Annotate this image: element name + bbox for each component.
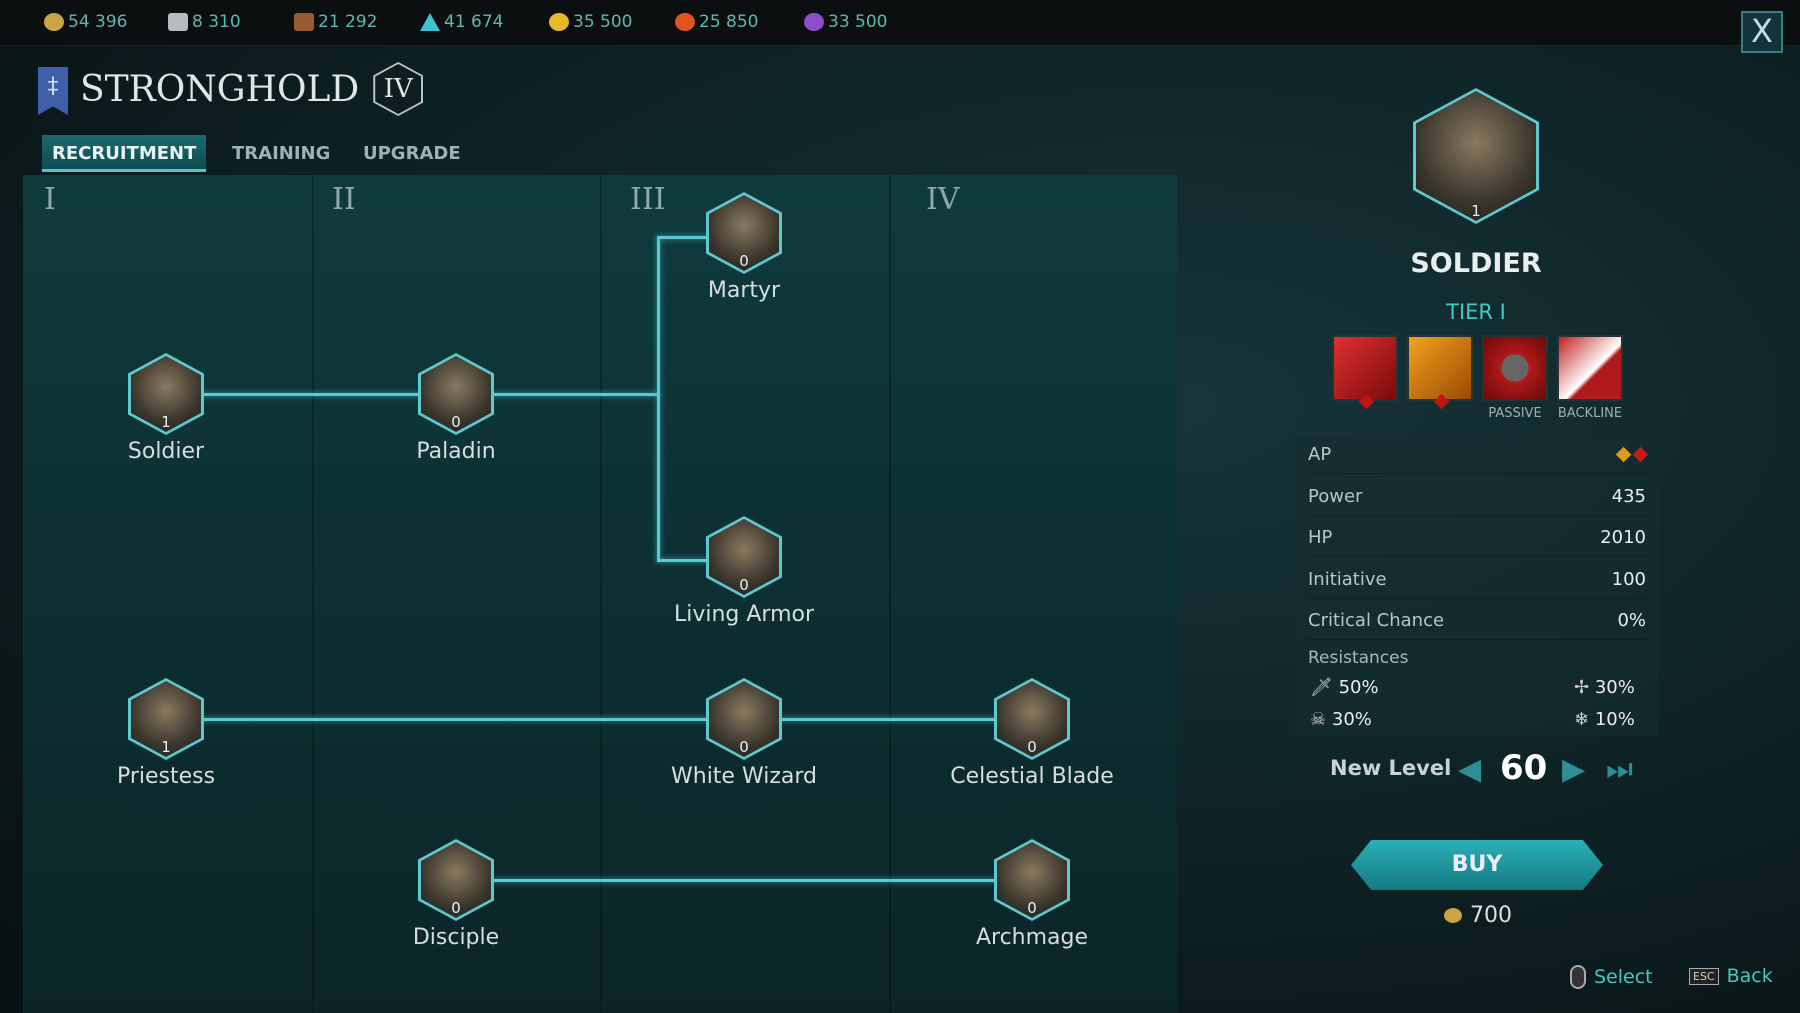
unit-portrait: 1	[128, 353, 204, 435]
elemental-icon: ❄	[1574, 709, 1590, 730]
unit-portrait: 0	[418, 353, 494, 435]
resource-fire: 25 850	[675, 12, 758, 32]
close-button[interactable]: X	[1741, 11, 1783, 53]
level-decrease-button[interactable]: ◀	[1458, 752, 1482, 787]
fist-icon[interactable]	[1407, 335, 1473, 410]
column-divider	[600, 175, 602, 1013]
fire-orb-icon	[675, 13, 695, 31]
tree-connector	[456, 879, 1032, 882]
level-max-button[interactable]: ⏭	[1606, 752, 1633, 787]
iron-ingot-icon	[168, 13, 188, 31]
backline-icon[interactable]	[1557, 335, 1623, 401]
new-level-value: 60	[1500, 748, 1548, 788]
resource-arcane: 33 500	[804, 12, 887, 32]
gold-coin-icon	[44, 13, 64, 31]
tree-connector	[166, 718, 1032, 721]
unit-portrait: 0	[706, 192, 782, 274]
unit-portrait: 0	[994, 839, 1070, 921]
resistances-label: Resistances	[1308, 648, 1409, 668]
resource-bar: 54 396 8 310 21 292 41 674 35 500 25 850…	[0, 0, 1800, 46]
unit-portrait: 0	[418, 839, 494, 921]
skill-label-passive: PASSIVE	[1488, 406, 1542, 421]
unit-tier: TIER I	[1446, 300, 1506, 324]
unit-portrait: 0	[706, 516, 782, 598]
tab-recruitment[interactable]: RECRUITMENT	[42, 135, 207, 172]
unit-portrait: 1	[128, 678, 204, 760]
arcane-orb-icon	[804, 13, 824, 31]
unit-portrait: 0	[706, 678, 782, 760]
tab-training[interactable]: TRAINING	[232, 143, 331, 164]
recruitment-tree	[23, 175, 1177, 1013]
holy-orb-icon	[549, 13, 569, 31]
tier-header: IV	[926, 182, 960, 217]
faction-banner-icon: ‡	[38, 67, 68, 115]
tree-connector	[657, 559, 744, 562]
unit-portrait: 0	[994, 678, 1070, 760]
buy-button[interactable]: BUY	[1351, 840, 1603, 890]
gold-coin-icon	[1444, 908, 1462, 923]
resistance-elemental: ❄ 10%	[1574, 709, 1635, 730]
sword-attack-icon[interactable]	[1332, 335, 1398, 410]
tree-connector	[657, 236, 660, 561]
ap-pips	[1615, 444, 1649, 465]
new-level-label: New Level	[1330, 756, 1452, 780]
tier-header: III	[630, 182, 666, 217]
tree-connector	[657, 236, 744, 239]
resource-gold: 54 396	[44, 12, 127, 32]
page-header: STRONGHOLD IV	[80, 62, 424, 116]
resistance-blade: 🗡 50%	[1310, 677, 1379, 698]
resource-iron: 8 310	[168, 12, 241, 32]
skill-label-backline: BACKLINE	[1557, 406, 1623, 421]
stronghold-level-badge: IV	[373, 62, 424, 116]
column-divider	[312, 175, 314, 1013]
mouse-icon	[1570, 965, 1586, 989]
wood-icon	[294, 13, 314, 31]
stats-panel	[1295, 436, 1659, 736]
buy-cost: 700	[1444, 903, 1512, 928]
level-increase-button[interactable]: ▶	[1562, 752, 1586, 787]
tree-connector	[166, 393, 658, 396]
select-hint: Select	[1570, 965, 1653, 989]
stat-ap: AP	[1308, 444, 1649, 474]
holy-cross-icon: ✢	[1574, 677, 1590, 698]
tab-upgrade[interactable]: UPGRADE	[363, 143, 461, 164]
tier-header: I	[44, 182, 56, 217]
resource-crystal: 41 674	[420, 12, 503, 32]
unit-name: SOLDIER	[1410, 248, 1542, 279]
skull-icon: ☠	[1310, 709, 1327, 730]
resistance-death: ☠ 30%	[1310, 709, 1372, 730]
crystal-icon	[420, 13, 440, 31]
blade-icon: 🗡	[1310, 677, 1333, 698]
resource-wood: 21 292	[294, 12, 377, 32]
column-divider	[889, 175, 891, 1013]
page-title: STRONGHOLD	[80, 68, 360, 110]
selected-unit-portrait: 1	[1413, 88, 1539, 224]
resistance-holy: ✢ 30%	[1574, 677, 1635, 698]
resource-holy: 35 500	[549, 12, 632, 32]
esc-key-icon: ESC	[1689, 967, 1719, 985]
tier-header: II	[332, 182, 356, 217]
shield-icon[interactable]	[1482, 335, 1548, 401]
